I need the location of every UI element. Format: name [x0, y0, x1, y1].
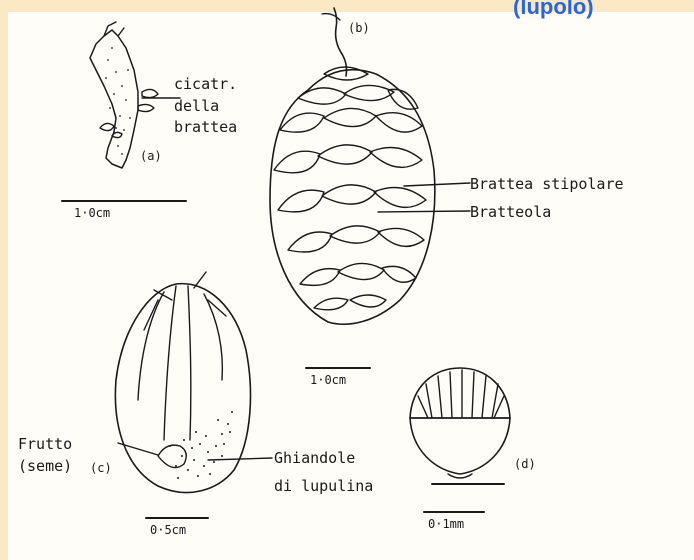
scale-label-a: 1·0cm — [74, 205, 110, 222]
label-scar-line2: della — [174, 98, 219, 115]
hop-cone-b — [270, 8, 470, 368]
label-fruit-line1: Frutto — [18, 436, 72, 453]
label-fruit-line2: (seme) — [18, 458, 72, 475]
panel-letter-a: (a) — [140, 148, 162, 165]
scale-label-d: 0·1mm — [428, 516, 464, 533]
label-stipular-bract: Brattea stipolare — [470, 176, 624, 193]
scale-label-b: 1·0cm — [310, 372, 346, 389]
scale-label-c: 0·5cm — [150, 522, 186, 539]
panel-letter-d: (d) — [514, 456, 536, 473]
panel-letter-b: (b) — [348, 20, 370, 37]
bract-with-fruit-c — [115, 272, 272, 518]
rachis-fragment-a — [62, 22, 186, 201]
lupulin-gland-d — [410, 368, 510, 512]
panel-letter-c: (c) — [90, 460, 112, 477]
label-glands-line2: di lupulina — [274, 478, 373, 495]
label-bracteole: Bratteola — [470, 204, 551, 221]
label-scar-line3: brattea — [174, 119, 237, 136]
label-scar-line1: cicatr. — [174, 76, 237, 93]
label-glands-line1: Ghiandole — [274, 450, 355, 467]
